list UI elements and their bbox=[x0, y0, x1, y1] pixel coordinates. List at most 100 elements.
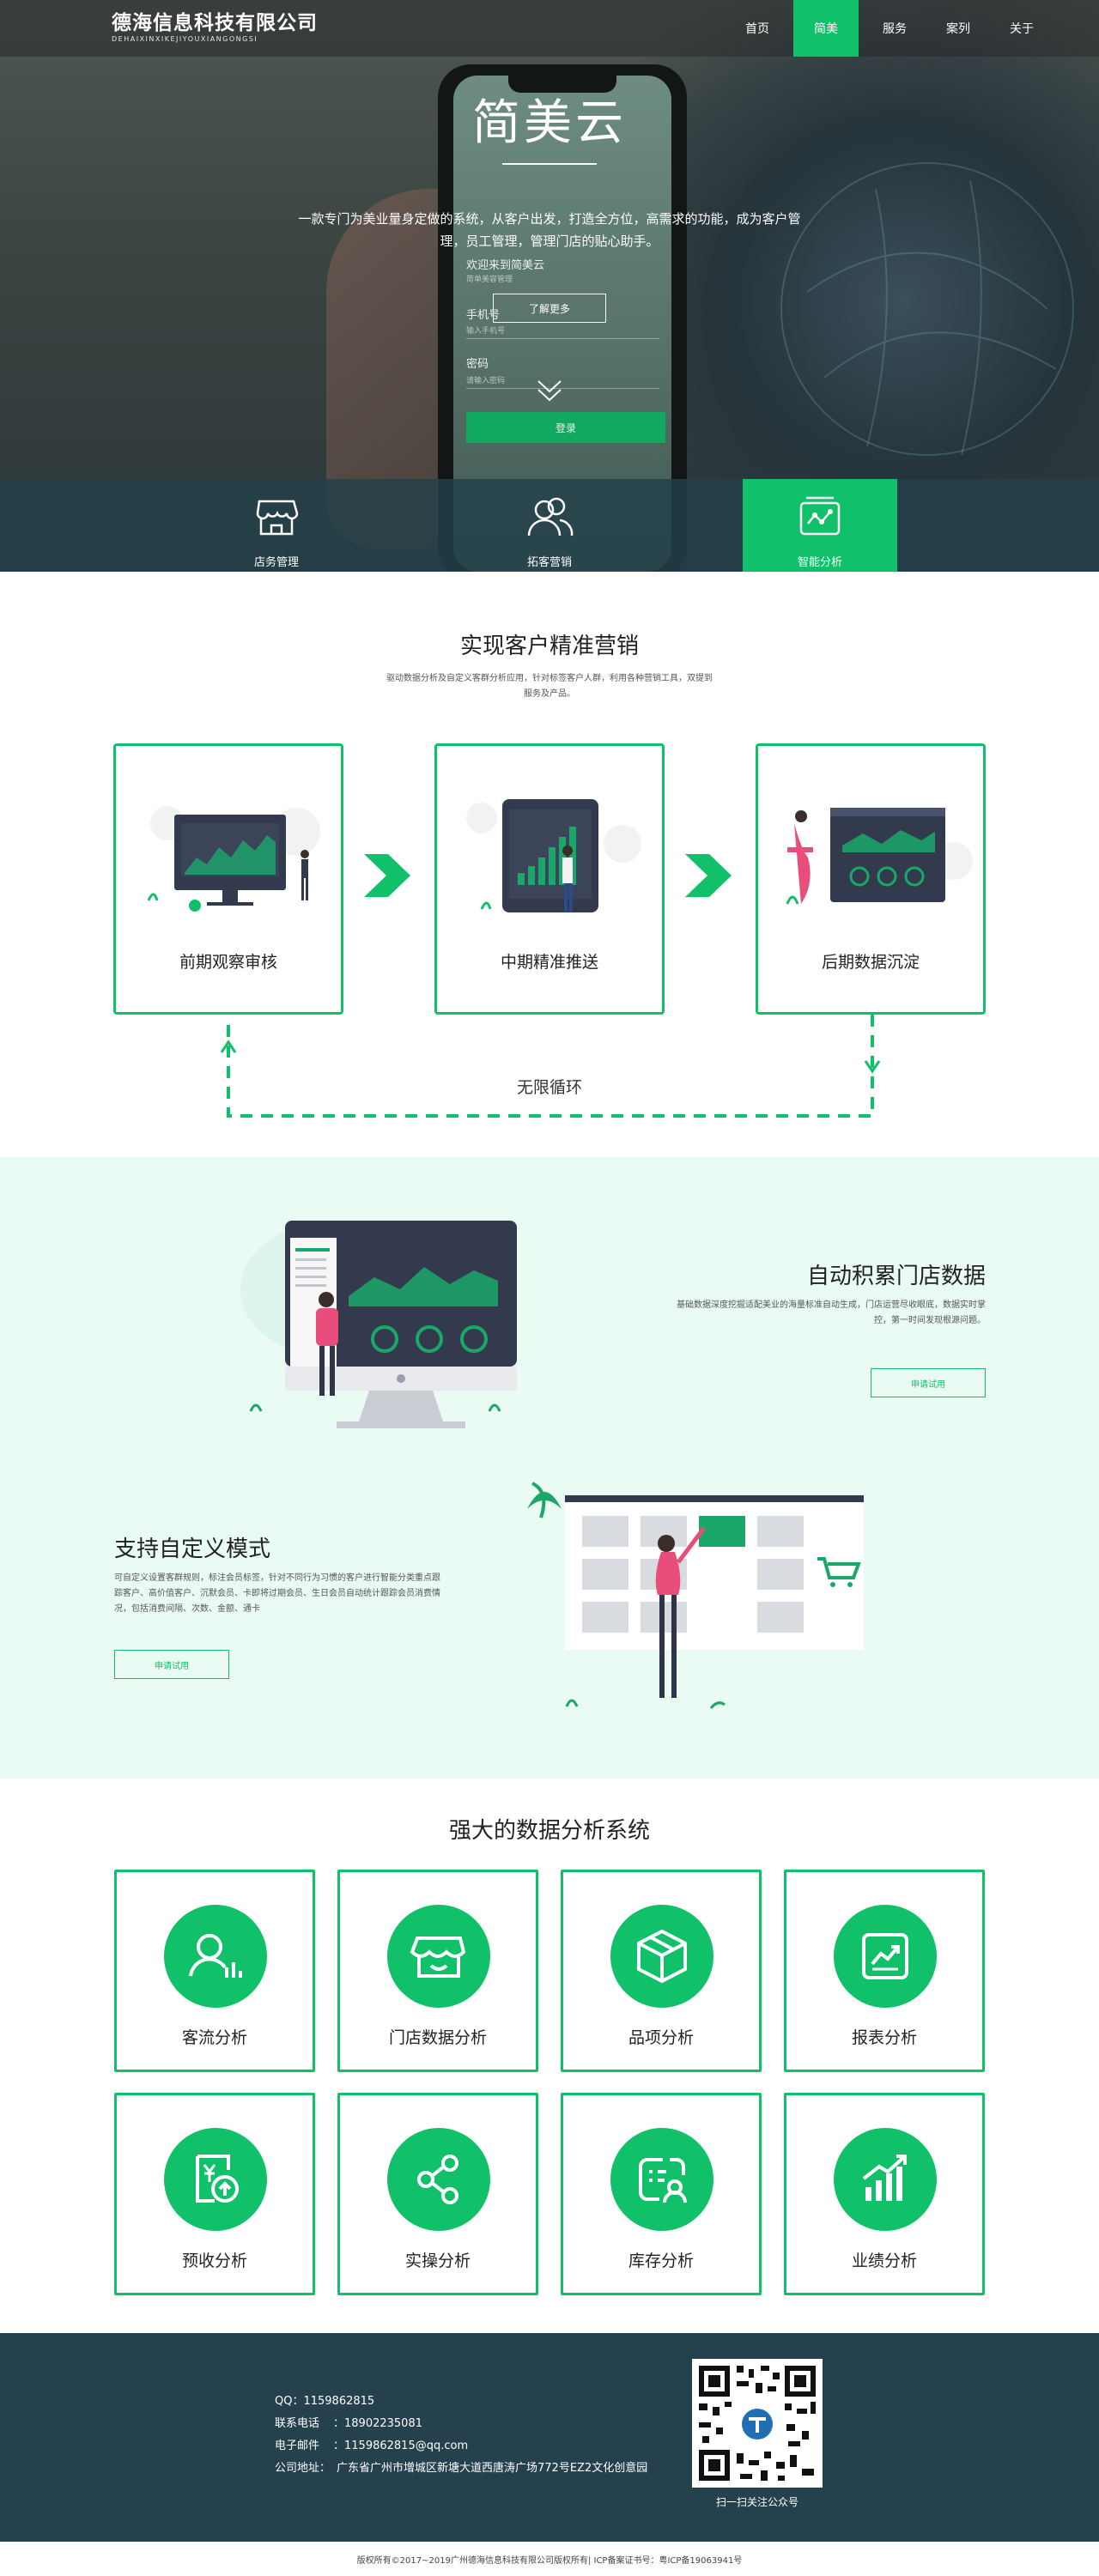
prepaid-icon bbox=[196, 2155, 239, 2203]
board-illustration bbox=[527, 1482, 864, 1709]
footer-address-value: 广东省广州市增城区新塘大道西唐涛广场772号EZ2文化创意园 bbox=[337, 2462, 648, 2475]
qr-label: 扫一扫关注公众号 bbox=[715, 2496, 798, 2508]
step-card-observe: 前期观察审核 bbox=[113, 743, 343, 1015]
dashboard-illustration bbox=[786, 808, 973, 905]
footer-email-label: 电子邮件 bbox=[275, 2440, 320, 2452]
step-card-push: 中期精准推送 bbox=[434, 743, 665, 1015]
share-icon bbox=[417, 2155, 458, 2204]
hero-title: 简美云 bbox=[472, 95, 627, 151]
analysis-card-icon-bg bbox=[387, 2128, 490, 2231]
desktop-illustration bbox=[240, 1221, 517, 1428]
hero-description: 一款专门为美业量身定做的系统，从客户出发，打造全方位，高需求的功能，成为客户管理… bbox=[298, 211, 801, 249]
store-data-icon bbox=[410, 1937, 466, 1978]
auto-data-title: 自动积累门店数据 bbox=[806, 1264, 986, 1289]
learn-more-button[interactable]: 了解更多 bbox=[493, 294, 606, 323]
analysis-card-icon-bg bbox=[387, 1905, 490, 2008]
apply-trial-button[interactable]: 申请试用 bbox=[114, 1650, 229, 1679]
store-icon bbox=[256, 500, 299, 536]
analysis-card-icon-bg bbox=[610, 2128, 713, 2231]
performance-icon bbox=[862, 2155, 907, 2201]
precision-subtitle: 驱动数据分析及自定义客群分析应用，针对标签客户人群，利用各种营销工具，双提到服务… bbox=[386, 674, 713, 699]
nav-home[interactable]: 首页 bbox=[745, 22, 769, 36]
nav-services[interactable]: 服务 bbox=[883, 22, 907, 36]
header: 德海信息科技有限公司 DEHAIXINXIKEJIYOUXIANGONGSI 首… bbox=[0, 0, 1099, 57]
footer-email-value[interactable]: ：1159862815@qq.com bbox=[333, 2440, 469, 2452]
step-label: 后期数据沉淀 bbox=[821, 953, 920, 972]
password-field-placeholder: 请输入密码 bbox=[466, 377, 506, 385]
monitor-illustration bbox=[147, 806, 320, 912]
hero-divider bbox=[502, 163, 597, 165]
custom-mode-title: 支持自定义模式 bbox=[114, 1537, 271, 1562]
loop-connector bbox=[220, 1015, 881, 1118]
analytics-icon bbox=[799, 496, 841, 536]
chevron-down-icon[interactable] bbox=[535, 376, 564, 405]
main-nav: 首页 简美 服务 案列 关于 bbox=[721, 0, 1099, 57]
feature-smart-analysis[interactable]: 智能分析 bbox=[743, 479, 897, 572]
analysis-card-icon-bg bbox=[164, 2128, 267, 2231]
footer-email: 电子邮件 ：1159862815@qq.com bbox=[275, 2436, 468, 2452]
phone-login-button: 登录 bbox=[466, 412, 665, 443]
footer: QQ：1159862815 联系电话：18902235081 电子邮件 ：1159… bbox=[0, 2333, 1099, 2542]
logo[interactable]: 德海信息科技有限公司 DEHAIXINXIKEJIYOUXIANGONGSI bbox=[112, 12, 318, 43]
analysis-card-report[interactable]: 报表分析 bbox=[784, 1870, 985, 2072]
apply-trial-button[interactable]: 申请试用 bbox=[871, 1368, 986, 1397]
footer-phone: 联系电话：18902235081 bbox=[275, 2414, 422, 2430]
password-field-label: 密码 bbox=[466, 358, 489, 371]
footer-phone-label: 联系电话 bbox=[275, 2417, 320, 2430]
feature-store-management[interactable]: 店务管理 bbox=[199, 479, 354, 572]
data-section: 自动积累门店数据 基础数据深度挖掘适配美业的海量标准自动生成，门店运营尽收眼底，… bbox=[0, 1157, 1099, 1779]
auto-data-desc: 基础数据深度挖掘适配美业的海量标准自动生成，门店运营尽收眼底，数据实时掌控，第一… bbox=[677, 1300, 986, 1325]
inventory-icon bbox=[639, 2158, 687, 2203]
nav-about[interactable]: 关于 bbox=[1010, 22, 1034, 36]
feature-label: 拓客营销 bbox=[526, 556, 572, 569]
phone-field-placeholder: 输入手机号 bbox=[466, 327, 506, 336]
phone-field-label: 手机号 bbox=[466, 309, 501, 322]
footer-qq: QQ：1159862815 bbox=[275, 2395, 375, 2408]
analysis-card-label: 客流分析 bbox=[181, 2028, 247, 2047]
analysis-card-prepaid[interactable]: 预收分析 bbox=[114, 2093, 315, 2295]
phone-welcome-sub: 简单美容管理 bbox=[466, 276, 513, 284]
analysis-card-inventory[interactable]: 库存分析 bbox=[561, 2093, 762, 2295]
analysis-card-items[interactable]: 品项分析 bbox=[561, 1870, 762, 2072]
step-label: 中期精准推送 bbox=[500, 953, 598, 972]
tablet-illustration bbox=[466, 799, 641, 912]
analysis-card-icon-bg bbox=[834, 2128, 937, 2231]
item-box-icon bbox=[637, 1929, 687, 1984]
analysis-card-label: 业绩分析 bbox=[851, 2252, 917, 2270]
step-label: 前期观察审核 bbox=[179, 953, 277, 972]
logo-text: 德海信息科技有限公司 bbox=[112, 12, 318, 34]
step-card-sediment: 后期数据沉淀 bbox=[756, 743, 986, 1015]
analysis-card-practice[interactable]: 实操分析 bbox=[337, 2093, 538, 2295]
analysis-card-icon-bg bbox=[164, 1905, 267, 2008]
analysis-title: 强大的数据分析系统 bbox=[448, 1818, 650, 1844]
footer-address-label: 公司地址： bbox=[275, 2462, 331, 2475]
feature-label: 店务管理 bbox=[253, 556, 299, 569]
phone-field-line bbox=[466, 338, 659, 339]
users-icon bbox=[527, 497, 574, 536]
phone-notch bbox=[508, 74, 616, 93]
hero-banner: 简美云 一款专门为美业量身定做的系统，从客户出发，打造全方位，高需求的功能，成为… bbox=[0, 0, 1099, 572]
feature-customer-marketing[interactable]: 拓客营销 bbox=[472, 479, 627, 572]
feature-label: 智能分析 bbox=[797, 556, 842, 569]
report-icon bbox=[862, 1933, 908, 1979]
loop-label: 无限循环 bbox=[516, 1078, 582, 1097]
analysis-card-store-data[interactable]: 门店数据分析 bbox=[337, 1870, 538, 2072]
nav-cases[interactable]: 案列 bbox=[946, 22, 970, 36]
customer-flow-icon bbox=[189, 1934, 242, 1978]
analysis-card-label: 库存分析 bbox=[628, 2252, 694, 2270]
feature-bar: 店务管理 拓客营销 智能分析 bbox=[0, 479, 1099, 572]
precision-title: 实现客户精准营销 bbox=[459, 633, 639, 659]
analysis-card-customer-flow[interactable]: 客流分析 bbox=[114, 1870, 315, 2072]
analysis-card-label: 预收分析 bbox=[181, 2252, 247, 2270]
analysis-card-label: 实操分析 bbox=[404, 2252, 471, 2270]
password-field-line bbox=[466, 388, 659, 389]
analysis-card-performance[interactable]: 业绩分析 bbox=[784, 2093, 985, 2295]
arrow-right-icon bbox=[364, 854, 410, 897]
footer-address: 公司地址： 广东省广州市增城区新塘大道西唐涛广场772号EZ2文化创意园 bbox=[275, 2458, 647, 2475]
phone-welcome: 欢迎来到简美云 bbox=[466, 259, 545, 272]
arrow-right-icon bbox=[685, 854, 732, 897]
analysis-card-icon-bg bbox=[610, 1905, 713, 2008]
nav-jianmei[interactable]: 简美 bbox=[793, 0, 859, 57]
custom-mode-desc: 可自定义设置客群规则，标注会员标签，针对不同行为习惯的客户进行智能分类重点跟踪客… bbox=[114, 1573, 440, 1614]
analysis-card-icon-bg bbox=[834, 1905, 937, 2008]
